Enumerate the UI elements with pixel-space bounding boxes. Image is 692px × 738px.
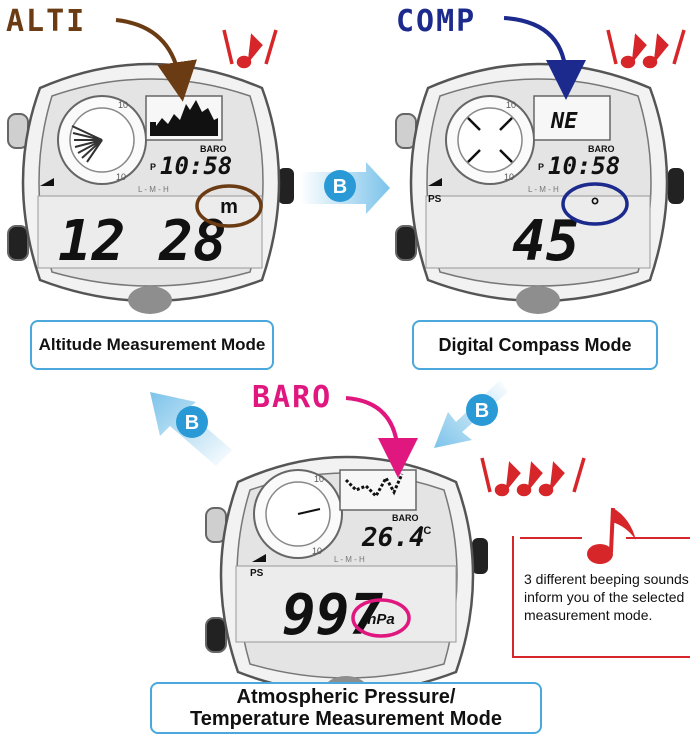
svg-text:L - M - H: L - M - H (138, 185, 169, 194)
svg-text:P: P (538, 162, 544, 172)
baro-pointer-arrow (345, 396, 418, 478)
beep-mark-alti (222, 29, 278, 69)
comp-pointer-arrow (503, 16, 586, 100)
b-arrow-alti-to-comp: B (300, 162, 390, 214)
caption-baro-line1: Atmospheric Pressure/ (236, 686, 456, 708)
pressure-graph (344, 473, 404, 499)
svg-text:P: P (150, 162, 156, 172)
svg-text:°C: °C (419, 525, 431, 537)
unit-highlight-circle (195, 184, 263, 228)
svg-text:°: ° (591, 193, 600, 218)
svg-text:10: 10 (506, 100, 516, 110)
svg-text:BARO: BARO (588, 144, 615, 154)
alti-pointer-arrow (115, 18, 197, 102)
watch-baro: 10 10 BARO 26.4 °C L - M - H PS 997 hPa (205, 455, 488, 704)
svg-text:hPa: hPa (367, 611, 395, 628)
svg-text:10: 10 (312, 546, 322, 556)
dial-number-top: 10 (118, 100, 128, 110)
mode-title-baro: BARO (252, 380, 333, 415)
mode-title-alti: ALTI (6, 4, 87, 39)
svg-text:B: B (185, 412, 199, 434)
svg-text:10:58: 10:58 (160, 152, 232, 180)
svg-text:12 28: 12 28 (58, 209, 227, 274)
caption-baro: Atmospheric Pressure/ Temperature Measur… (150, 682, 542, 734)
b-arrow-comp-to-baro: B (434, 380, 508, 448)
altitude-graph (150, 100, 218, 136)
note-box (512, 536, 690, 658)
svg-text:BARO: BARO (392, 513, 419, 523)
caption-alti: Altitude Measurement Mode (30, 320, 274, 370)
music-note-icon (587, 507, 636, 564)
svg-text:PS: PS (428, 194, 442, 205)
svg-text:26.4: 26.4 (361, 523, 425, 553)
svg-text:997: 997 (282, 583, 383, 648)
svg-text:L - M - H: L - M - H (528, 185, 559, 194)
svg-text:B: B (475, 400, 489, 422)
note-text: 3 different beeping sounds inform you of… (524, 571, 689, 623)
unit-highlight-circle (351, 598, 411, 638)
svg-text:10:58: 10:58 (548, 152, 620, 180)
beep-mark-comp (606, 29, 686, 69)
b-arrow-baro-to-alti: B (150, 392, 232, 466)
caption-baro-line2: Temperature Measurement Mode (190, 708, 502, 730)
svg-text:45: 45 (512, 209, 579, 274)
svg-text:NE: NE (550, 109, 578, 134)
svg-text:L - M - H: L - M - H (334, 555, 365, 564)
watch-comp: 10 10 NE BARO P 10:58 L - M - H PS 45 ° (395, 62, 684, 314)
svg-text:10: 10 (504, 172, 514, 182)
svg-text:B: B (333, 176, 347, 198)
svg-text:m: m (220, 196, 238, 218)
caption-comp: Digital Compass Mode (412, 320, 658, 370)
svg-text:10: 10 (314, 474, 324, 484)
dial-number-bottom: 10 (116, 172, 126, 182)
watch-alti: 10 10 BARO P 10:58 L - M - H 12 28 m (7, 62, 294, 314)
unit-highlight-circle (561, 182, 629, 226)
svg-text:BARO: BARO (200, 144, 227, 154)
beep-mark-baro (480, 457, 586, 497)
mode-title-comp: COMP (396, 4, 477, 39)
svg-text:PS: PS (250, 568, 264, 579)
